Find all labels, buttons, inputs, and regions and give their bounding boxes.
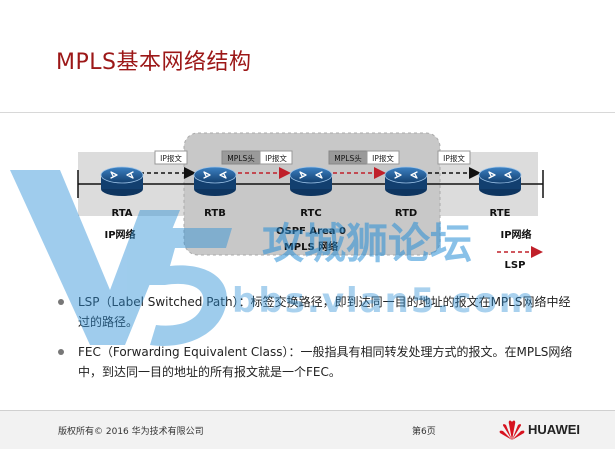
ospf-area-label: OSPF Area 0	[276, 226, 346, 237]
mpls-network-diagram: IP报文 MPLS头 IP报文 MPLS头 IP报文 IP报文 RTA RTB …	[77, 132, 544, 271]
router-icon-rte	[478, 166, 522, 196]
bullet-fec-text: FEC（Forwarding Equivalent Class）：一般指具有相同…	[78, 345, 573, 379]
router-icon-rtd	[384, 166, 428, 196]
bullet-fec: FEC（Forwarding Equivalent Class）：一般指具有相同…	[56, 342, 576, 382]
footer-copyright: 版权所有© 2016 华为技术有限公司	[58, 427, 204, 437]
bullet-lsp-text: LSP（Label Switched Path）：标签交换路径，即到达同一目的地…	[78, 295, 571, 329]
ip-packet-label: IP报文	[265, 153, 287, 163]
bullet-lsp: LSP（Label Switched Path）：标签交换路径，即到达同一目的地…	[56, 292, 576, 332]
router-icon-rtc	[289, 166, 333, 196]
ip-packet-label: IP报文	[160, 153, 182, 163]
mpls-network-label: MPLS 网络	[284, 240, 338, 253]
ip-packet-label: IP报文	[372, 153, 394, 163]
bullet-dot	[58, 299, 64, 305]
bullet-dot	[58, 349, 64, 355]
router-label-rtb: RTB	[204, 208, 226, 219]
huawei-logo-icon	[499, 420, 525, 440]
ip-network-left-label: IP网络	[104, 228, 135, 241]
slide-title: MPLS基本网络结构	[56, 50, 252, 75]
router-label-rtc: RTC	[300, 208, 321, 219]
footer-brand: HUAWEI	[528, 422, 580, 437]
ip-packet-label: IP报文	[443, 153, 465, 163]
router-icon-rtb	[193, 166, 237, 196]
packet-rtb-rtc: MPLS头 IP报文	[221, 150, 293, 165]
mpls-header-label: MPLS头	[334, 153, 362, 163]
router-label-rtd: RTD	[395, 208, 417, 219]
packet-rta-rtb: IP报文	[154, 150, 188, 165]
router-icon-rta	[100, 166, 144, 196]
title-divider	[0, 112, 615, 113]
router-label-rta: RTA	[111, 208, 132, 219]
mpls-header-label: MPLS头	[227, 153, 255, 163]
ip-network-right-label: IP网络	[500, 228, 531, 241]
definition-list: LSP（Label Switched Path）：标签交换路径，即到达同一目的地…	[56, 292, 576, 392]
packet-rtd-rte: IP报文	[437, 150, 471, 165]
packet-rtc-rtd: MPLS头 IP报文	[328, 150, 400, 165]
router-label-rte: RTE	[490, 208, 511, 219]
lsp-legend-label: LSP	[505, 260, 526, 271]
footer: 版权所有© 2016 华为技术有限公司 第6页 HUAWEI	[0, 410, 615, 463]
footer-page-number: 第6页	[412, 427, 436, 437]
